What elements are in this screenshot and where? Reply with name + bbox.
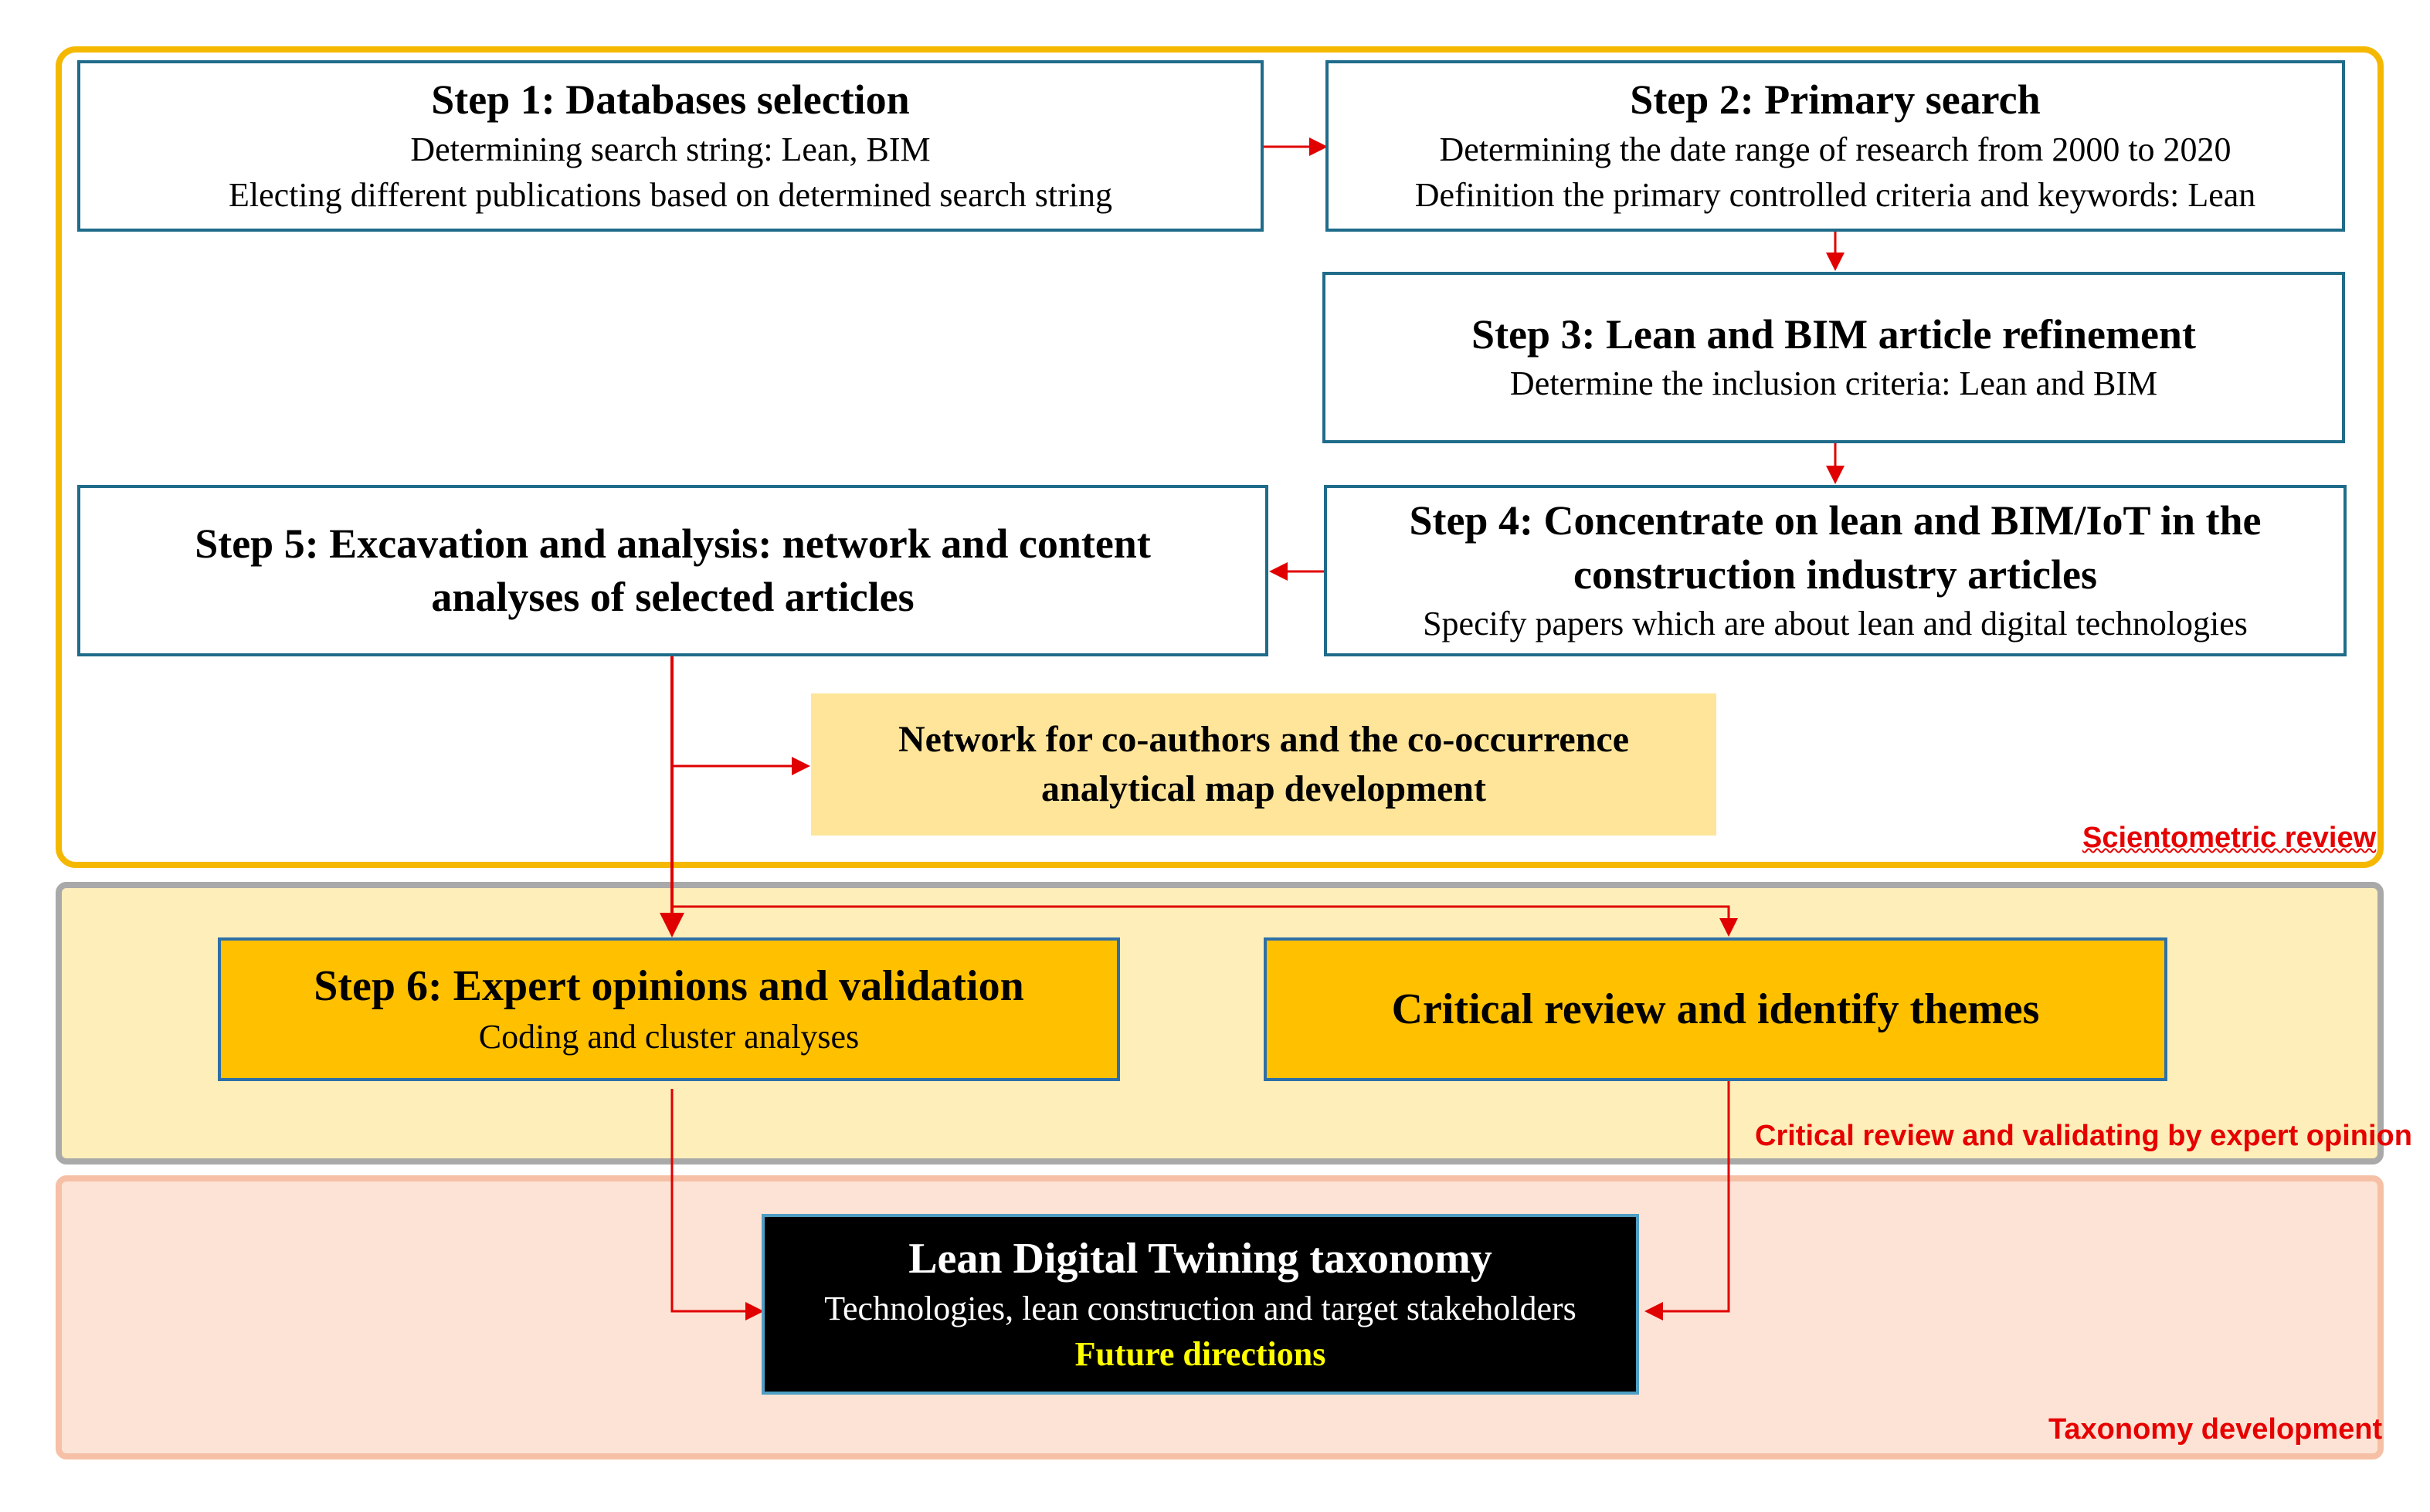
step5-title-line-2: analyses of selected articles [431, 574, 915, 620]
step1-line-2: Electing different publications based on… [228, 175, 1113, 214]
taxonomy-line-1: Technologies, lean construction and targ… [824, 1290, 1576, 1328]
step1-line-1: Determining search string: Lean, BIM [410, 130, 931, 168]
network-box: Network for co-authors and the co-occurr… [811, 693, 1716, 836]
step6-line-1: Coding and cluster analyses [478, 1017, 860, 1056]
scientometric-label-text: Scientometric review [2082, 822, 2377, 854]
step5-box: Step 5: Excavation and analysis: network… [77, 485, 1268, 656]
arrow-critical-to-taxonomy [1644, 1081, 1730, 1320]
step5-title-line-1: Step 5: Excavation and analysis: network… [195, 520, 1151, 567]
network-title-line-2: analytical map development [1041, 768, 1486, 809]
taxonomy-highlight: Future directions [1074, 1335, 1326, 1374]
network-title-line-1: Network for co-authors and the co-occurr… [898, 718, 1629, 760]
scientometric-label: Scientometric review [2082, 822, 2376, 855]
step4-line-1: Specify papers which are about lean and … [1423, 604, 2248, 642]
step4-title-line-2: construction industry articles [1573, 551, 2097, 598]
step3-title: Step 3: Lean and BIM article refinement [1471, 310, 2196, 358]
step3-box: Step 3: Lean and BIM article refinement … [1322, 272, 2345, 443]
taxonomy-box: Lean Digital Twining taxonomy Technologi… [762, 1214, 1639, 1395]
step1-title: Step 1: Databases selection [431, 76, 910, 124]
step4-box: Step 4: Concentrate on lean and BIM/IoT … [1324, 485, 2347, 656]
arrow-to-critical [672, 905, 1738, 937]
taxonomy-title: Lean Digital Twining taxonomy [908, 1234, 1492, 1283]
step3-line-1: Determine the inclusion criteria: Lean a… [1509, 364, 2158, 403]
step6-box: Step 6: Expert opinions and validation C… [218, 937, 1120, 1081]
step2-line-1: Determining the date range of research f… [1439, 130, 2231, 168]
step6-title: Step 6: Expert opinions and validation [314, 962, 1024, 1011]
step2-line-2: Definition the primary controlled criter… [1414, 175, 2256, 214]
critical-review-label: Critical review and validating by expert… [1755, 1120, 2412, 1152]
taxonomy-label: Taxonomy development [2048, 1413, 2383, 1446]
step1-box: Step 1: Databases selection Determining … [77, 60, 1264, 232]
arrow-step6-to-taxonomy [670, 1089, 764, 1320]
step2-title: Step 2: Primary search [1630, 76, 2041, 124]
step2-box: Step 2: Primary search Determining the d… [1325, 60, 2345, 232]
step4-title-line-1: Step 4: Concentrate on lean and BIM/IoT … [1409, 497, 2262, 544]
critical-review-title: Critical review and identify themes [1391, 985, 2040, 1033]
critical-review-box: Critical review and identify themes [1264, 937, 2167, 1081]
